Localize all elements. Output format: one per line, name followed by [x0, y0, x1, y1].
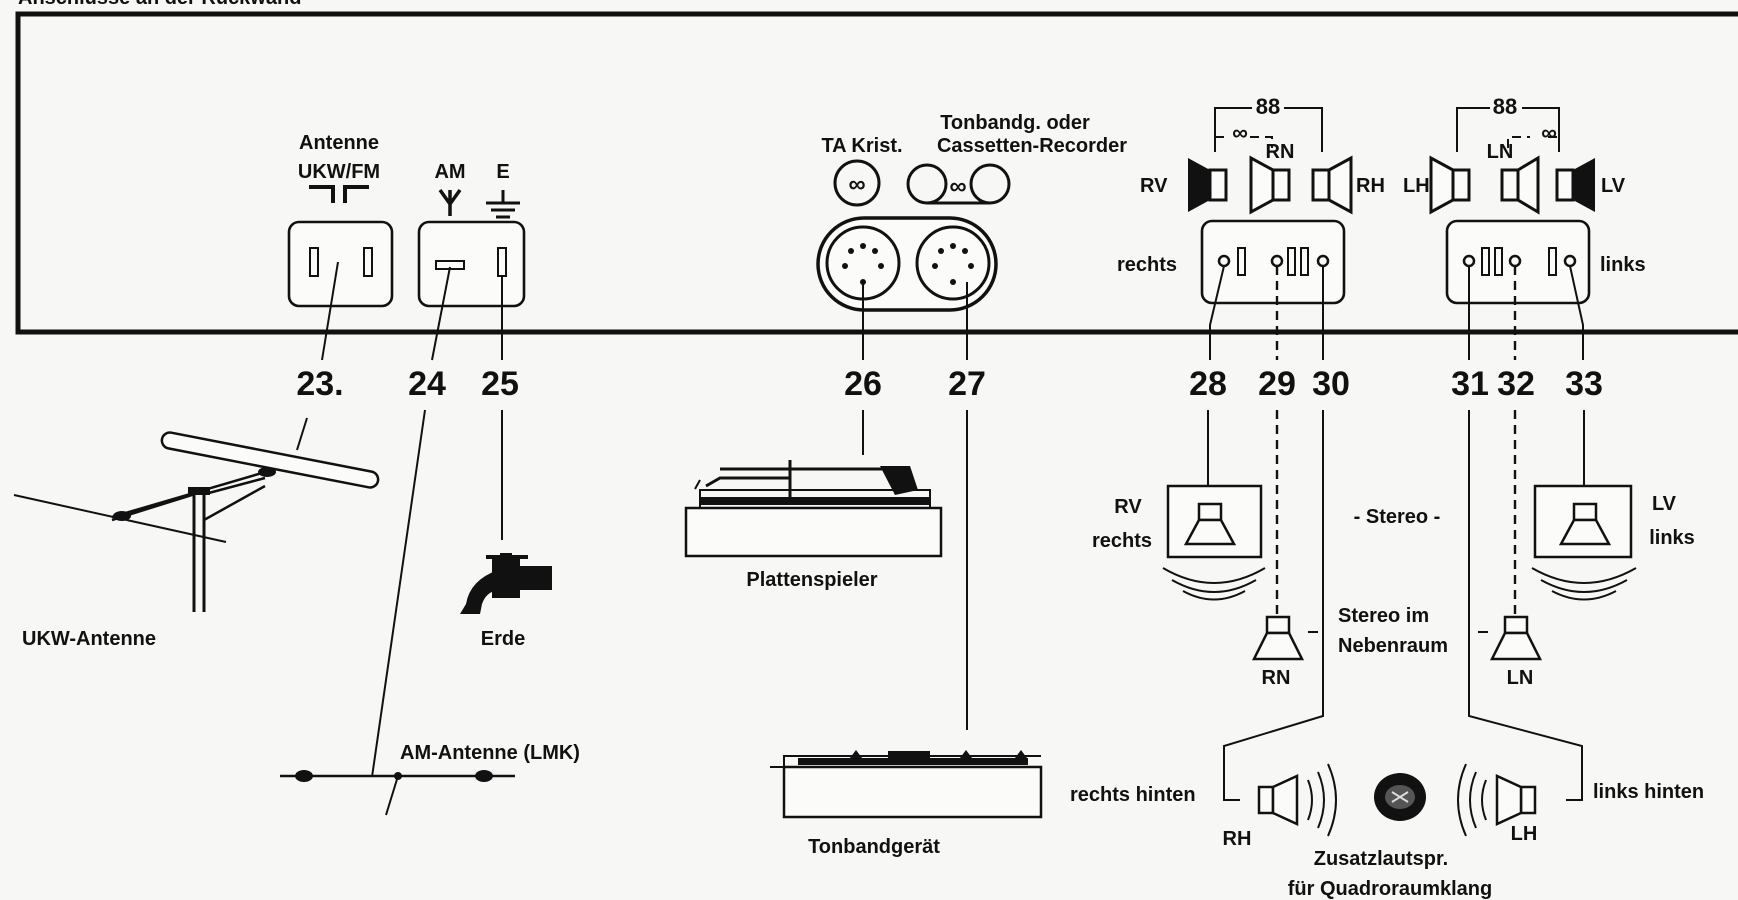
speaker-lh-icon [1429, 155, 1471, 215]
speaker-lv-icon [1555, 158, 1595, 212]
quadro-rear-speakers: rechts hinten links hinten RH LH Zusatzl… [1070, 410, 1704, 900]
number-24: 24 [408, 365, 446, 403]
zusatz-label-1: Zusatzlautspr. [1314, 848, 1448, 870]
links-hinten-label: links hinten [1593, 781, 1704, 803]
number-32: 32 [1497, 365, 1535, 403]
number-23: 23. [296, 365, 343, 403]
speaker-lv-icon-large [1558, 502, 1612, 546]
fm-antenna-socket[interactable] [287, 220, 394, 308]
antenna-label-2: UKW/FM [298, 161, 380, 183]
rear-panel [15, 11, 1738, 335]
svg-text:88: 88 [1256, 94, 1280, 119]
am-antenna-label: AM-Antenne (LMK) [400, 742, 580, 764]
stereo-label: - Stereo - [1354, 506, 1441, 528]
antenna-socket-group: Antenne UKW/FM AM E [287, 132, 526, 308]
antenna-label-1: Antenne [299, 132, 379, 154]
ta-label: TA Krist. [821, 135, 902, 157]
number-30: 30 [1312, 365, 1350, 403]
number-28: 28 [1189, 365, 1227, 403]
earth-label: E [496, 161, 509, 183]
rh-top-label: RH [1356, 175, 1385, 197]
am-label: AM [434, 161, 465, 183]
nebenraum-speakers: RN LN Stereo im Nebenraum [1251, 410, 1543, 689]
nebenraum-label-2: Nebenraum [1338, 635, 1448, 657]
left-speaker-socket-group: 88 ∞ LN LH LV links [1403, 94, 1646, 305]
number-27: 27 [948, 365, 986, 403]
connection-lines [321, 261, 1584, 361]
tape-deck-illustration: Tonbandgerät [770, 410, 1043, 858]
tape-label-1: Tonbandg. oder [940, 112, 1090, 134]
cassette-icon: ∞ [906, 163, 1011, 205]
ukw-antenna-label: UKW-Antenne [22, 628, 156, 650]
speaker-rv-icon [1188, 158, 1228, 212]
turntable-illustration: Plattenspieler [684, 410, 943, 591]
terminal-numbers: 23. 24 25 26 27 28 29 30 31 32 33 [296, 365, 1603, 403]
right-socket-label: rechts [1117, 254, 1177, 276]
speaker-rv-icon-large [1183, 502, 1237, 546]
svg-text:∞: ∞ [848, 171, 865, 198]
number-31: 31 [1451, 365, 1489, 403]
lh-rear-label: LH [1511, 823, 1538, 845]
number-25: 25 [481, 365, 519, 403]
earth-icon [486, 190, 520, 219]
am-antenna-illustration: AM-Antenne (LMK) [280, 409, 580, 816]
listener-head-icon [1374, 773, 1426, 821]
left-socket-label: links [1600, 254, 1646, 276]
stereo-speakers: RV rechts LV links - Stereo - [1092, 410, 1695, 601]
speaker-lh-icon-large [1495, 774, 1537, 826]
rn-top-label: RN [1266, 141, 1295, 163]
nebenraum-label-1: Stereo im [1338, 605, 1429, 627]
header-title: Anschlüsse an der Rückwand [18, 0, 301, 9]
earth-device-label: Erde [481, 628, 525, 650]
zusatz-label-2: für Quadroraumklang [1288, 878, 1492, 900]
svg-text:∞: ∞ [1541, 120, 1557, 145]
lv-speaker-label-2: links [1649, 527, 1695, 549]
rn-speaker-label: RN [1262, 667, 1291, 689]
rv-top-label: RV [1140, 175, 1168, 197]
din-socket-tape[interactable] [915, 225, 991, 301]
ln-top-label: LN [1487, 141, 1514, 163]
svg-text:∞: ∞ [1232, 120, 1248, 145]
earth-tap-illustration: Erde [460, 410, 552, 650]
crystal-pickup-icon: ∞ [833, 159, 881, 207]
lv-top-label: LV [1601, 175, 1626, 197]
rechts-hinten-label: rechts hinten [1070, 784, 1196, 806]
speaker-ln-icon [1500, 155, 1540, 215]
right-speaker-socket-group: 88 ∞ RN RV RH rechts [1117, 94, 1385, 305]
din-socket-group: TA Krist. Tonbandg. oder Cassetten-Recor… [816, 112, 1127, 312]
rh-rear-label: RH [1223, 828, 1252, 850]
turntable-label: Plattenspieler [746, 569, 877, 591]
number-26: 26 [844, 365, 882, 403]
speaker-rn-icon [1249, 155, 1291, 215]
lh-top-label: LH [1403, 175, 1430, 197]
water-tap-icon [460, 553, 552, 614]
tape-deck-label: Tonbandgerät [808, 836, 940, 858]
ukw-antenna-illustration: UKW-Antenne [13, 417, 380, 650]
speaker-rh-icon-large [1257, 774, 1299, 826]
lv-speaker-label-1: LV [1652, 493, 1677, 515]
svg-text:∞: ∞ [949, 173, 966, 200]
ln-speaker-label: LN [1507, 667, 1534, 689]
number-29: 29 [1258, 365, 1296, 403]
dipole-icon [309, 185, 369, 203]
speaker-ln-icon-large [1489, 615, 1543, 661]
rv-speaker-label-1: RV [1114, 496, 1142, 518]
svg-text:88: 88 [1493, 94, 1517, 119]
speaker-rn-icon-large [1251, 615, 1305, 661]
am-earth-socket[interactable] [417, 220, 526, 308]
rv-speaker-label-2: rechts [1092, 530, 1152, 552]
am-antenna-icon [438, 188, 462, 216]
speaker-rh-icon [1311, 155, 1353, 215]
tape-label-2: Cassetten-Recorder [937, 135, 1127, 157]
number-33: 33 [1565, 365, 1603, 403]
